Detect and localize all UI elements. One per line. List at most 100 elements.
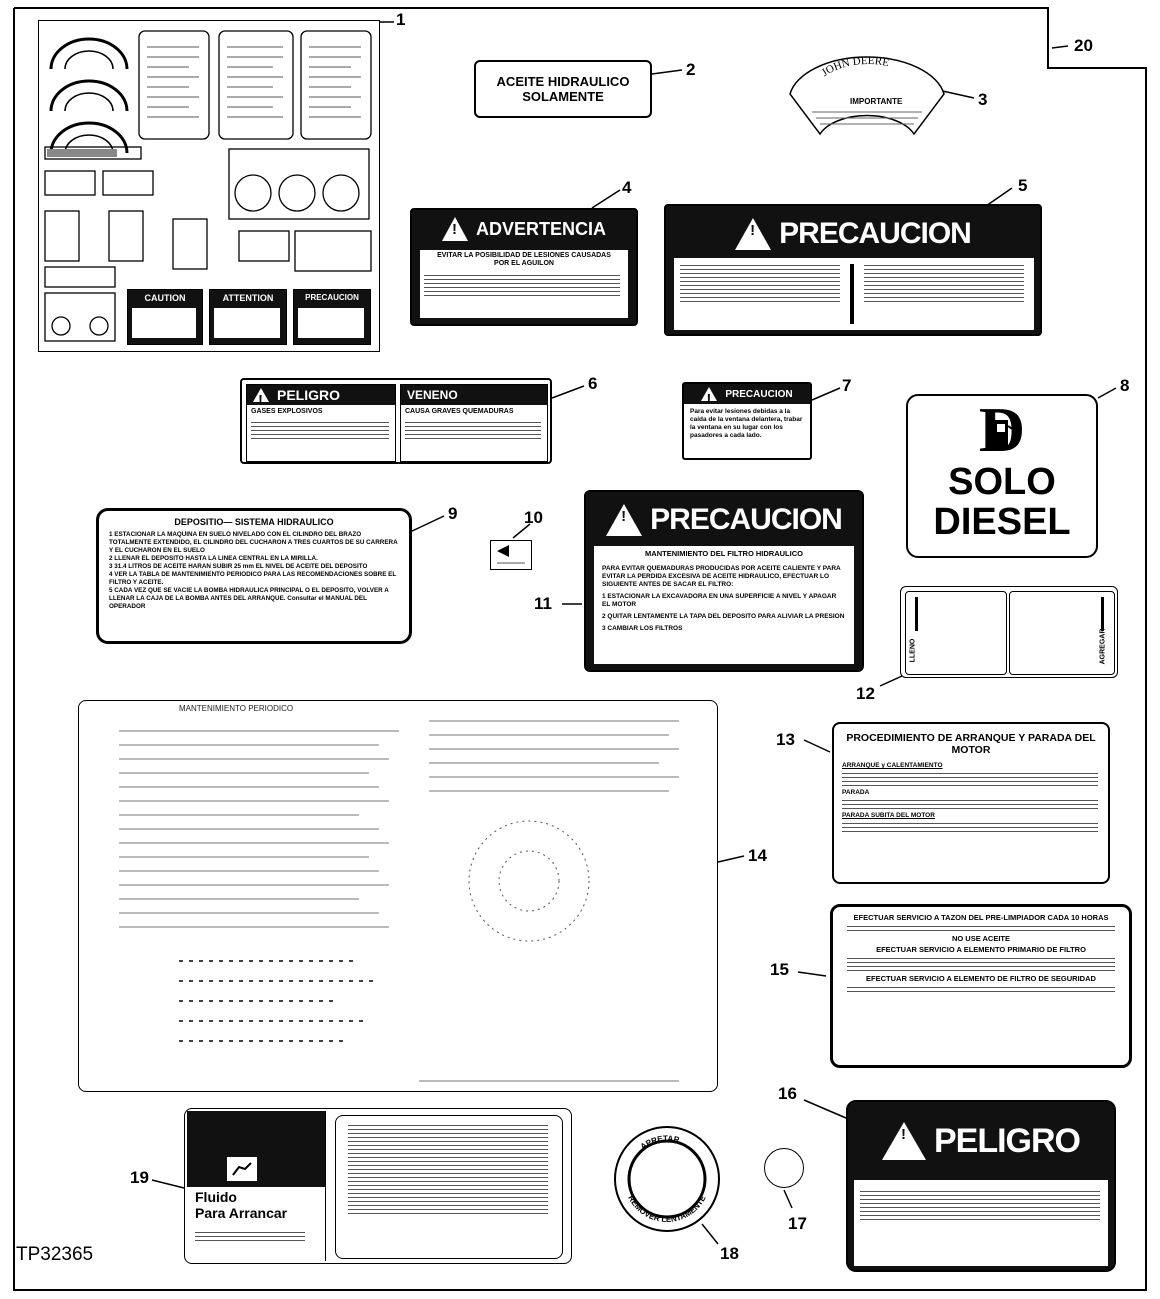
warning-triangle-icon: [606, 504, 643, 536]
callout-20: 20: [1074, 36, 1093, 55]
warning-triangle-icon: [881, 1122, 926, 1160]
decal-6-peligro-veneno: PELIGRO GASES EXPLOSIVOS VENENO CAUSA GR…: [240, 378, 552, 464]
decal-13-arranque-parada: PROCEDIMIENTO DE ARRANQUE Y PARADA DEL M…: [832, 722, 1110, 884]
decal-14-mantenimiento-periodico: MANTENIMIENTO PERIODICO: [78, 700, 718, 1092]
callout-18: 18: [720, 1244, 739, 1263]
decal-5-header: PRECAUCION: [779, 217, 972, 250]
decal-9-item: 1 ESTACIONAR LA MAQUINA EN SUELO NIVELAD…: [109, 531, 398, 554]
decal-10-small-arrow: [490, 540, 532, 570]
decal-8-line1: SOLO: [948, 461, 1056, 503]
decal-6-left-sub: GASES EXPLOSIVOS: [251, 408, 323, 415]
callout-3: 3: [978, 90, 988, 109]
callout-7: 7: [842, 376, 852, 395]
decal-7-header: PRECAUCION: [725, 388, 793, 400]
decal-8-logo: D: [908, 398, 1096, 462]
decal-15-line4: EFECTUAR SERVICIO A ELEMENTO DE FILTRO D…: [866, 974, 1096, 983]
decal-9-item: 3 31.4 LITROS DE ACEITE HARAN SUBIR 25 m…: [109, 563, 368, 570]
decal-6-right: VENENO CAUSA GRAVES QUEMADURAS: [400, 384, 548, 462]
warning-triangle-icon: [441, 217, 468, 241]
callout-4: 4: [622, 178, 632, 197]
callout-13: 13: [776, 730, 795, 749]
decal-11-precaucion-filtro: PRECAUCION MANTENIMIENTO DEL FILTRO HIDR…: [584, 490, 864, 672]
decal-14-chart-body: [119, 720, 679, 1082]
caution-label: CAUTION: [127, 289, 203, 345]
attention-label-text: ATTENTION: [222, 293, 274, 303]
decal-15-line1: EFECTUAR SERVICIO A TAZON DEL PRE-LIMPIA…: [853, 913, 1109, 922]
callout-10: 10: [524, 508, 543, 527]
decal-11-step: 3 CAMBIAR LOS FILTROS: [602, 625, 683, 632]
decal-8-solo-diesel: D SOLO DIESEL: [906, 394, 1098, 558]
callout-6: 6: [588, 374, 598, 393]
decal-15-filtro-aire: EFECTUAR SERVICIO A TAZON DEL PRE-LIMPIA…: [830, 904, 1132, 1068]
decal-6-left: PELIGRO GASES EXPLOSIVOS: [246, 384, 396, 462]
decal-16-header: PELIGRO: [933, 1121, 1081, 1160]
decal-13-p3-label: PARADA SUBITA DEL MOTOR: [842, 812, 935, 819]
decal-9-item: 4 VER LA TABLA DE MANTENIMIENTO PERIODIC…: [109, 571, 397, 586]
decal-6-left-header: PELIGRO: [277, 387, 341, 403]
decal-6-right-header: VENENO: [401, 385, 547, 405]
callout-2: 2: [686, 60, 696, 79]
decal-12-right: AGREGAR: [1099, 628, 1107, 665]
decal-11-header: PRECAUCION: [650, 503, 843, 536]
decal-7-precaucion-ventana: PRECAUCION Para evitar lesiones debidas …: [682, 382, 812, 460]
decal-12-left: LLENO: [909, 638, 917, 663]
callout-9: 9: [448, 504, 458, 523]
precaucion-mini-label: PRECAUCION: [293, 289, 371, 345]
decal-19-fluido-arrancar: Fluido Para Arrancar: [184, 1108, 572, 1264]
caution-label-text: CAUTION: [144, 293, 186, 303]
decal-sheet-graphics: [44, 30, 372, 342]
decal-19-line1: Fluido: [195, 1189, 237, 1205]
decal-8-line2: DIESEL: [933, 501, 1071, 543]
decal-15-line3: EFECTUAR SERVICIO A ELEMENTO PRIMARIO DE…: [876, 945, 1086, 954]
decal-3-word: IMPORTANTE: [850, 97, 903, 106]
warning-triangle-icon: [701, 387, 718, 408]
decal-3-john-deere-arch: JOHN DEERE IMPORTANTE: [789, 55, 945, 136]
figure-id: TP32365: [16, 1244, 94, 1265]
decal-11-subtitle: MANTENIMIENTO DEL FILTRO HIDRAULICO: [645, 549, 803, 558]
callout-15: 15: [770, 960, 789, 979]
callout-5: 5: [1018, 176, 1028, 195]
decal-9-items: 1 ESTACIONAR LA MAQUINA EN SUELO NIVELAD…: [99, 527, 409, 615]
decal-11-intro: PARA EVITAR QUEMADURAS PRODUCIDAS POR AC…: [602, 565, 841, 588]
decal-6-right-sub: CAUSA GRAVES QUEMADURAS: [405, 408, 514, 415]
decal-9-title: DEPOSITIO— SISTEMA HIDRAULICO: [174, 517, 334, 527]
callout-1: 1: [396, 10, 406, 29]
decal-14-title: MANTENIMIENTO PERIODICO: [179, 704, 294, 713]
decal-11-step: 1 ESTACIONAR LA EXCAVADORA EN UNA SUPERF…: [602, 593, 837, 608]
decal-2-aceite-hidraulico: ACEITE HIDRAULICO SOLAMENTE: [474, 60, 652, 118]
decal-7-text: Para evitar lesiones debidas a la caida …: [690, 408, 803, 439]
decal-2-line2: SOLAMENTE: [522, 89, 604, 104]
decal-4-advertencia: ADVERTENCIA EVITAR LA POSIBILIDAD DE LES…: [410, 208, 638, 326]
warning-triangle-icon: [253, 388, 269, 409]
decal-18-remover-lentamente: APRETAR REMOVER LENTAMENTE: [614, 1126, 720, 1232]
callout-11: 11: [534, 594, 552, 613]
decal-sheet-1: CAUTION ATTENTION PRECAUCION: [38, 20, 380, 352]
decal-4-header: ADVERTENCIA: [475, 218, 606, 239]
decal-12-level-gauge: LLENO AGREGAR: [900, 586, 1118, 678]
callout-19: 19: [130, 1168, 149, 1187]
decal-19-line2: Para Arrancar: [195, 1205, 288, 1221]
precaucion-mini-text: PRECAUCION: [305, 293, 359, 302]
deer-logo-icon: [227, 1157, 257, 1181]
decal-9-item: 2 LLENAR EL DEPOSITO HASTA LA LINEA CENT…: [109, 555, 318, 562]
arrow-icon: [497, 545, 525, 564]
decal-15-line2: NO USE ACEITE: [951, 934, 1011, 943]
decal-13-title: PROCEDIMIENTO DE ARRANQUE Y PARADA DEL M…: [846, 732, 1096, 756]
decal-2-line1: ACEITE HIDRAULICO: [496, 74, 630, 89]
attention-label: ATTENTION: [209, 289, 287, 345]
warning-triangle-icon: [735, 218, 772, 250]
decal-11-step: 2 QUITAR LENTAMENTE LA TAPA DEL DEPOSITO…: [602, 613, 845, 620]
fuel-pump-icon: [994, 420, 1015, 448]
decal-17-round-seal: [764, 1148, 804, 1188]
decal-16-peligro: PELIGRO: [846, 1100, 1116, 1272]
decal-9-deposito: DEPOSITIO— SISTEMA HIDRAULICO 1 ESTACION…: [96, 508, 412, 644]
decal-13-p1-label: ARRANQUE y CALENTAMIENTO: [842, 762, 943, 769]
decal-13-p2-label: PARADA: [842, 789, 870, 796]
callout-12: 12: [856, 684, 875, 703]
decal-9-item: 5 CADA VEZ QUE SE VACIE LA BOMBA HIDRAUL…: [109, 587, 389, 610]
callout-17: 17: [788, 1214, 807, 1233]
callout-14: 14: [748, 846, 767, 865]
callout-16: 16: [778, 1084, 797, 1103]
decal-4-subtitle: EVITAR LA POSIBILIDAD DE LESIONES CAUSAD…: [437, 252, 611, 267]
